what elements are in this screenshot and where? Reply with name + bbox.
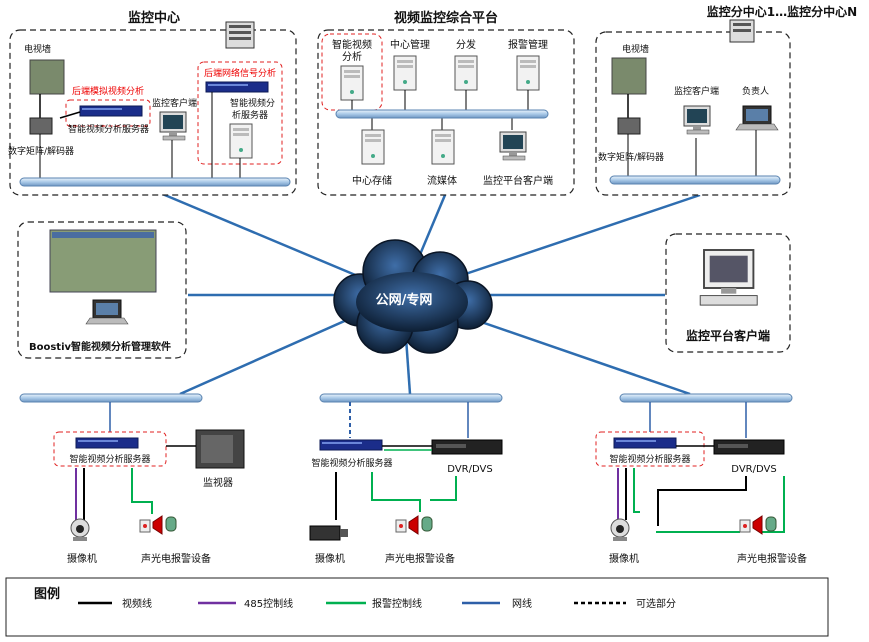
svg-text:监控平台客户端: 监控平台客户端 <box>686 328 770 343</box>
legend-title: 图例 <box>34 586 60 602</box>
svg-text:析服务器: 析服务器 <box>232 109 268 121</box>
svg-text:中心管理: 中心管理 <box>390 38 430 51</box>
monitor-icon <box>195 429 245 469</box>
svg-text:智能视频: 智能视频 <box>332 38 372 51</box>
svg-text:摄像机: 摄像机 <box>67 552 97 565</box>
matrix-decoder-icon <box>29 117 53 135</box>
svg-text:电视墙: 电视墙 <box>24 43 51 55</box>
svg-text:数字矩阵/解码器: 数字矩阵/解码器 <box>8 145 74 157</box>
svg-text:Boostiv智能视频分析管理软件: Boostiv智能视频分析管理软件 <box>29 340 171 353</box>
alarm-server-icon <box>516 55 540 91</box>
subcenter-decoder-icon <box>617 117 641 135</box>
platform-bus <box>335 109 549 119</box>
svg-text:后端网络信号分析: 后端网络信号分析 <box>204 67 276 79</box>
server-rack-icon-2 <box>729 19 755 43</box>
site3-bus <box>619 393 793 403</box>
tv-wall-image <box>29 59 65 95</box>
platform-client-pc-large <box>699 249 758 306</box>
site3-analysis-box <box>613 437 677 449</box>
svg-text:数字矩阵/解码器: 数字矩阵/解码器 <box>598 151 664 163</box>
svg-text:后端模拟视频分析: 后端模拟视频分析 <box>72 85 144 97</box>
svg-text:电视墙: 电视墙 <box>622 43 649 55</box>
svg-text:智能视频分析服务器: 智能视频分析服务器 <box>69 453 150 465</box>
svg-text:声光电报警设备: 声光电报警设备 <box>737 552 807 565</box>
site3-alarm-icon <box>739 515 777 535</box>
subcenter-title: 监控分中心1…监控分中心N <box>707 4 857 19</box>
svg-text:DVR/DVS: DVR/DVS <box>731 464 776 475</box>
network-cloud: 公网/专网 <box>333 239 493 354</box>
platform-group: 视频监控综合平台 智能视频 分析 中心管理 分发 报警管理 中心存储 流媒体 监… <box>317 10 575 196</box>
legend: 图例 视频线 485控制线 报警控制线 网线 可选部分 <box>5 577 829 637</box>
svg-text:声光电报警设备: 声光电报警设备 <box>141 552 211 565</box>
svg-text:智能视频分析服务器: 智能视频分析服务器 <box>68 123 149 135</box>
server-icon <box>229 123 253 159</box>
analysis-server-icon-2 <box>205 81 269 93</box>
svg-text:分发: 分发 <box>456 38 476 51</box>
site2-alarm-icon <box>395 515 433 535</box>
site1-camera-icon <box>70 518 90 542</box>
distribute-server-icon <box>454 55 478 91</box>
svg-text:网线: 网线 <box>512 597 532 610</box>
site2-dvr-icon <box>431 439 503 455</box>
monitoring-center-group: 监控中心 电视墙 数字矩阵/解码器 后端模拟视频分析 智能视频分析服务器 监控客… <box>8 10 297 196</box>
analysis-server-icon <box>340 65 364 101</box>
site2-box-camera-icon <box>309 525 348 541</box>
svg-text:485控制线: 485控制线 <box>244 597 293 610</box>
svg-text:监控客户端: 监控客户端 <box>152 97 197 109</box>
svg-text:监控客户端: 监控客户端 <box>674 85 719 97</box>
lan-bus <box>19 177 291 187</box>
client-pc-icon <box>159 111 187 141</box>
software-group: Boostiv智能视频分析管理软件 <box>17 221 187 359</box>
svg-text:流媒体: 流媒体 <box>427 174 457 187</box>
monitoring-center-title: 监控中心 <box>128 10 180 26</box>
site1-group: 智能视频分析服务器 监视器 摄像机 声光电报警设备 <box>53 402 245 565</box>
svg-text:可选部分: 可选部分 <box>636 597 676 610</box>
site2-group: 智能视频分析服务器 DVR/DVS 摄像机 声光电报警设备 <box>309 402 503 565</box>
server-rack-icon <box>225 21 255 49</box>
svg-text:中心存储: 中心存储 <box>352 174 392 187</box>
svg-text:视频线: 视频线 <box>122 597 152 610</box>
site1-bus <box>19 393 203 403</box>
mgmt-server-icon <box>393 55 417 91</box>
svg-text:分析: 分析 <box>342 50 362 63</box>
svg-text:报警管理: 报警管理 <box>508 38 548 51</box>
site3-camera-icon <box>610 518 630 542</box>
svg-text:声光电报警设备: 声光电报警设备 <box>385 552 455 565</box>
subcenter-group: 监控分中心1…监控分中心N 电视墙 数字矩阵/解码器 监控客户端 负责人 <box>595 4 857 196</box>
network-label: 公网/专网 <box>376 292 433 308</box>
subcenter-tv-wall <box>611 57 647 95</box>
site2-analysis-box <box>319 439 383 451</box>
svg-text:摄像机: 摄像机 <box>609 552 639 565</box>
software-screenshot <box>49 229 157 293</box>
svg-text:智能视频分析服务器: 智能视频分析服务器 <box>609 453 690 465</box>
svg-text:报警控制线: 报警控制线 <box>372 597 422 610</box>
site1-alarm-icon <box>139 515 177 535</box>
subcenter-client-pc-icon <box>683 105 711 135</box>
storage-server-icon <box>361 129 385 165</box>
site3-group: 智能视频分析服务器 DVR/DVS 摄像机 声光电报警设备 <box>595 402 807 565</box>
svg-text:负责人: 负责人 <box>742 85 769 97</box>
svg-text:监控平台客户端: 监控平台客户端 <box>483 174 553 187</box>
platform-title: 视频监控综合平台 <box>394 10 498 26</box>
svg-text:DVR/DVS: DVR/DVS <box>447 464 492 475</box>
svg-text:智能视频分析服务器: 智能视频分析服务器 <box>311 457 392 469</box>
site2-bus <box>319 393 503 403</box>
svg-text:摄像机: 摄像机 <box>315 552 345 565</box>
svg-text:监视器: 监视器 <box>203 476 233 489</box>
platform-client-pc-icon <box>499 131 527 161</box>
streaming-server-icon <box>431 129 455 165</box>
subcenter-bus <box>609 175 781 185</box>
analysis-server-icon <box>79 105 143 117</box>
site1-analysis-box <box>75 437 139 449</box>
platform-client-group: 监控平台客户端 <box>665 233 791 353</box>
site3-dvr-icon <box>713 439 785 455</box>
svg-text:智能视频分: 智能视频分 <box>230 97 275 109</box>
